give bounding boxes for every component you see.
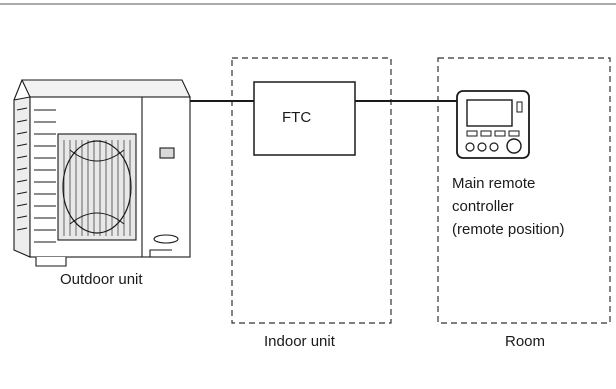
- remote-controller-label-line2: controller: [452, 198, 514, 215]
- remote-controller-icon: [456, 90, 530, 159]
- indoor-unit-label: Indoor unit: [264, 333, 336, 350]
- outdoor-unit-label: Outdoor unit: [60, 271, 143, 288]
- room-label: Room: [505, 333, 545, 350]
- ftc-box: [253, 81, 356, 156]
- indoor-unit-zone: [231, 57, 392, 324]
- remote-controller-label-line3: (remote position): [452, 221, 565, 238]
- remote-controller-label-line1: Main remote: [452, 175, 535, 192]
- outdoor-unit-icon: [13, 79, 191, 267]
- ftc-label: FTC: [282, 109, 311, 126]
- room-zone: [437, 57, 611, 324]
